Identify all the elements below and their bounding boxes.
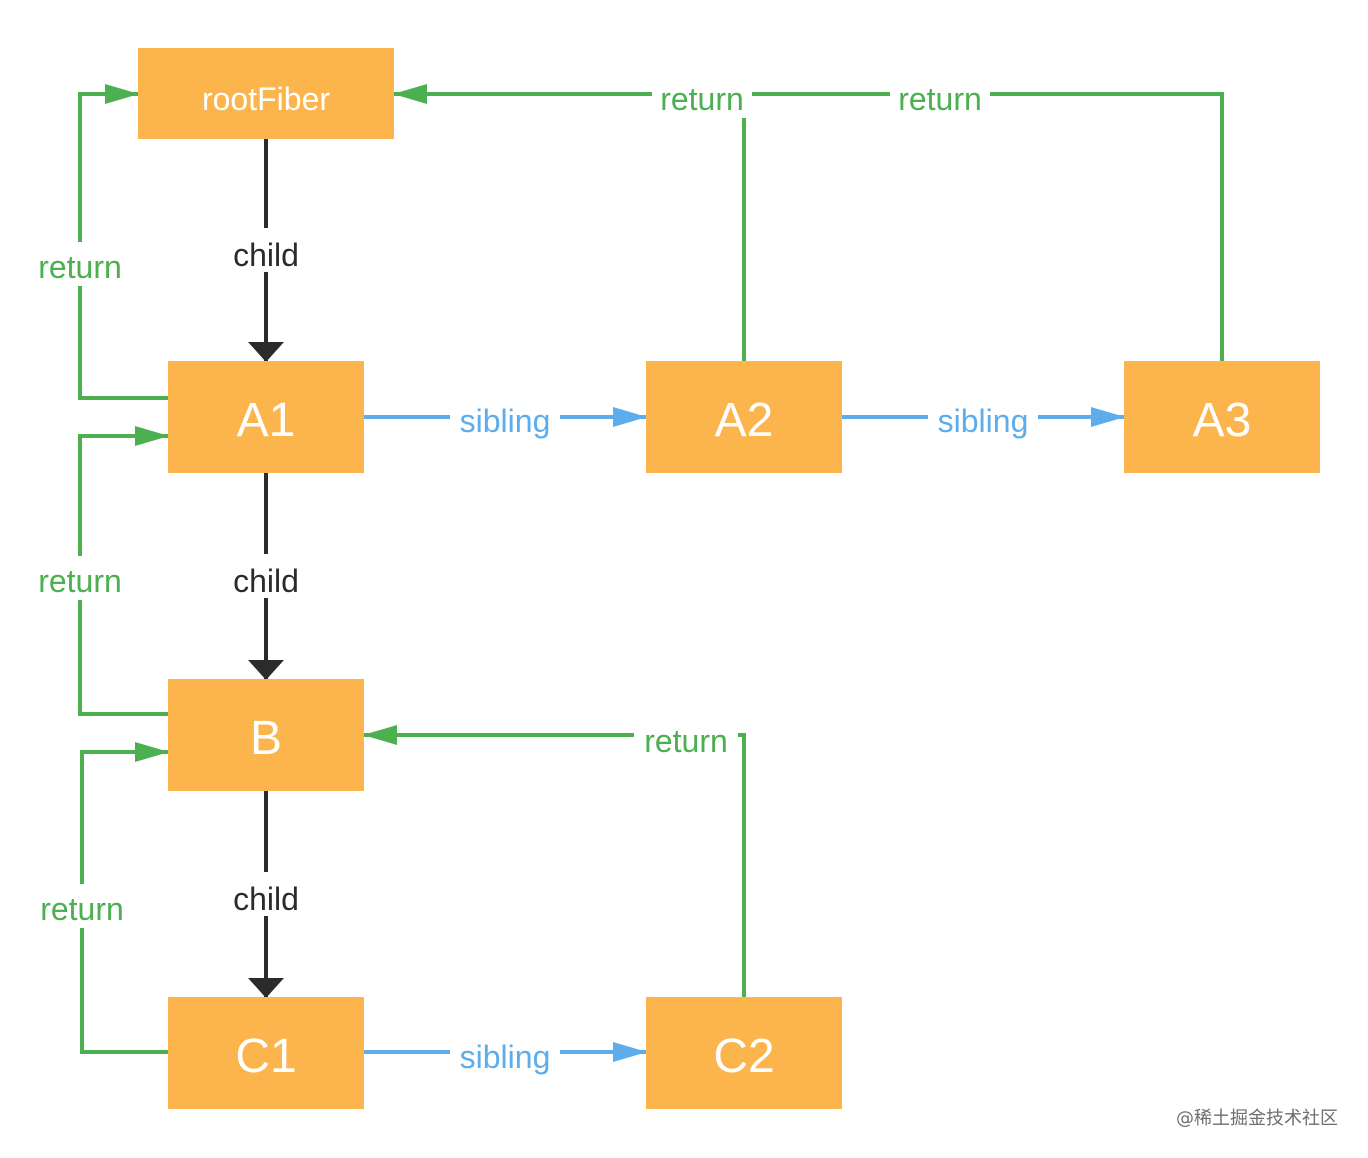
- node-a1-label: A1: [237, 394, 296, 447]
- label-return-c1-b: return: [40, 891, 124, 927]
- edge-return-c2-b: [363, 725, 746, 997]
- node-rootfiber: rootFiber: [138, 48, 394, 139]
- node-b-label: B: [250, 712, 282, 765]
- node-c1: C1: [168, 997, 364, 1109]
- node-c1-label: C1: [235, 1030, 296, 1083]
- node-b: B: [168, 679, 364, 791]
- label-return-a3-rootfiber: return: [898, 81, 982, 117]
- watermark: @稀土掘金技术社区: [1176, 1108, 1338, 1129]
- label-sibling-a1-a2: sibling: [460, 403, 551, 439]
- node-rootfiber-label: rootFiber: [202, 81, 330, 117]
- label-child-rootfiber-a1: child: [233, 237, 299, 273]
- node-a2: A2: [646, 361, 842, 473]
- label-child-b-c1: child: [233, 881, 299, 917]
- node-a3: A3: [1124, 361, 1320, 473]
- node-a3-label: A3: [1193, 394, 1252, 447]
- node-c2-label: C2: [713, 1030, 774, 1083]
- label-return-c2-b: return: [644, 723, 728, 759]
- label-sibling-c1-c2: sibling: [460, 1039, 551, 1075]
- label-sibling-a2-a3: sibling: [938, 403, 1029, 439]
- node-c2: C2: [646, 997, 842, 1109]
- node-a1: A1: [168, 361, 364, 473]
- edge-return-a3-rootfiber: [744, 92, 1224, 361]
- label-return-b-a1: return: [38, 563, 122, 599]
- node-a2-label: A2: [715, 394, 774, 447]
- label-return-a2-rootfiber: return: [660, 81, 744, 117]
- label-child-a1-b: child: [233, 563, 299, 599]
- label-return-a1-rootfiber: return: [38, 249, 122, 285]
- edge-return-a2-rootfiber: [393, 84, 746, 361]
